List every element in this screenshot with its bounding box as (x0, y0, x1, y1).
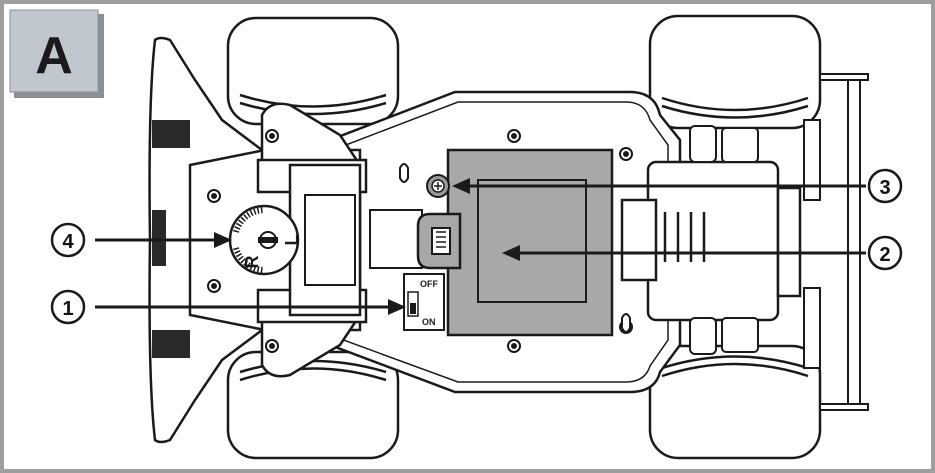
callout-1: 1 (50, 289, 86, 325)
switch-off-label: OFF (420, 279, 438, 289)
callout-3: 3 (867, 168, 903, 204)
callout-3-number: 3 (879, 177, 890, 199)
steering-trim-dial: L R (228, 204, 302, 276)
callout-2: 2 (867, 235, 903, 271)
rear-axle-parts (689, 125, 759, 355)
trim-right-letter: R (242, 256, 262, 269)
wheel-rear-left (648, 14, 822, 130)
power-switch: OFF ON (403, 273, 445, 331)
front-axle-window (304, 194, 356, 286)
panel-label: A (35, 27, 73, 85)
bumper-vents (152, 120, 190, 358)
receiver-panel (369, 209, 423, 269)
battery-cover-inset (477, 179, 587, 303)
panel-badge: A (9, 9, 104, 98)
callout-arrows (95, 178, 866, 315)
trim-left-letter: L (282, 235, 302, 246)
battery-cover-screw (426, 174, 450, 198)
callout-4-number: 4 (62, 231, 74, 253)
wheel-rear-right (648, 344, 822, 460)
wheel-front-left (226, 16, 400, 126)
callout-2-number: 2 (879, 244, 890, 266)
battery-cover-latch (416, 212, 462, 270)
chassis-plate-inner-edge (337, 101, 669, 383)
switch-on-label: ON (422, 317, 436, 327)
callout-4: 4 (50, 222, 86, 258)
callout-1-number: 1 (62, 298, 73, 320)
battery-cover (446, 148, 614, 337)
rear-wing (803, 73, 869, 411)
chassis-slots (399, 163, 631, 333)
wheel-front-right (226, 350, 400, 460)
